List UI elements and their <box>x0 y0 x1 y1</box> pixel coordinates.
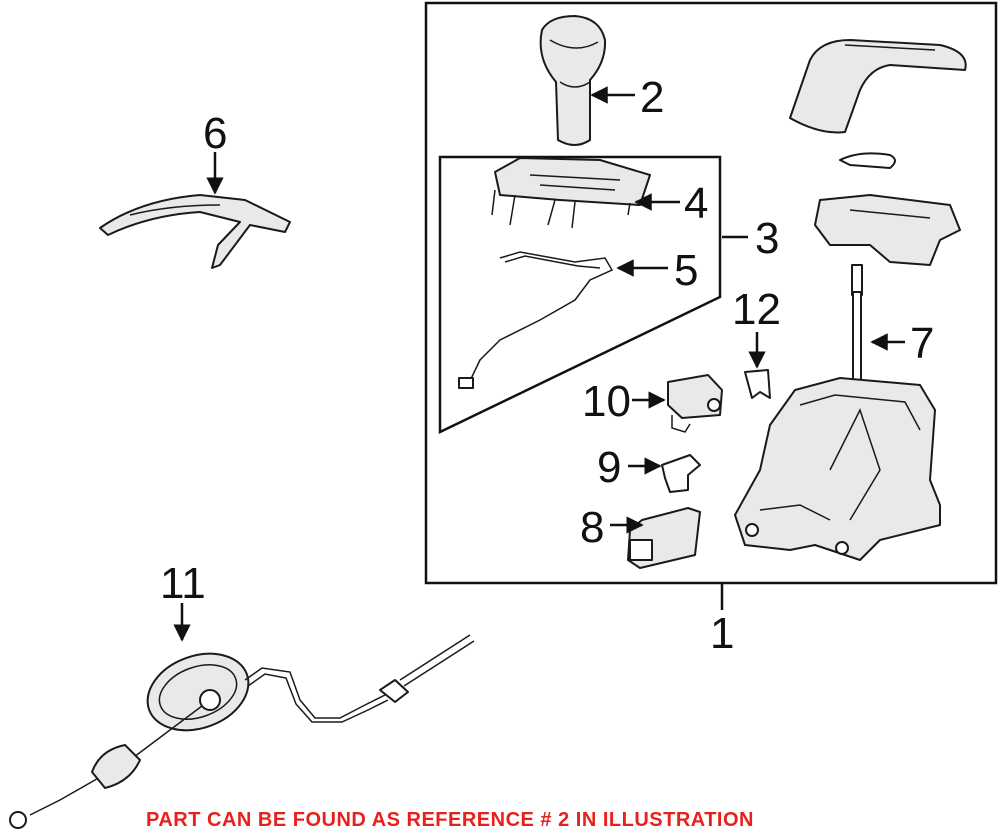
shifter-base <box>734 377 941 561</box>
callout-3: 3 <box>755 214 779 263</box>
callout-10: 10 <box>582 377 631 426</box>
callout-11: 11 <box>160 559 206 608</box>
trim-panel <box>99 194 291 269</box>
indicator-panel <box>491 157 651 229</box>
callout-4: 4 <box>684 179 708 228</box>
console-cover <box>789 39 967 169</box>
subassembly-box <box>438 155 722 434</box>
shift-knob <box>539 15 607 146</box>
assembly-box <box>424 1 998 585</box>
position-switch <box>661 454 701 493</box>
callout-1: 1 <box>710 609 734 658</box>
shift-bezel <box>814 194 961 266</box>
retainer-clip <box>744 369 771 399</box>
callout-12: 12 <box>732 285 781 334</box>
shift-cable <box>9 634 475 829</box>
callout-8: 8 <box>580 503 604 552</box>
reference-note: PART CAN BE FOUND AS REFERENCE # 2 IN IL… <box>146 809 754 831</box>
callout-6: 6 <box>203 109 227 158</box>
callout-7: 7 <box>910 319 934 368</box>
callout-5: 5 <box>674 246 698 295</box>
callout-9: 9 <box>597 443 621 492</box>
shift-solenoid <box>667 374 723 433</box>
callout-2: 2 <box>640 73 664 122</box>
wiring-harness <box>458 251 614 389</box>
control-module <box>627 507 701 569</box>
